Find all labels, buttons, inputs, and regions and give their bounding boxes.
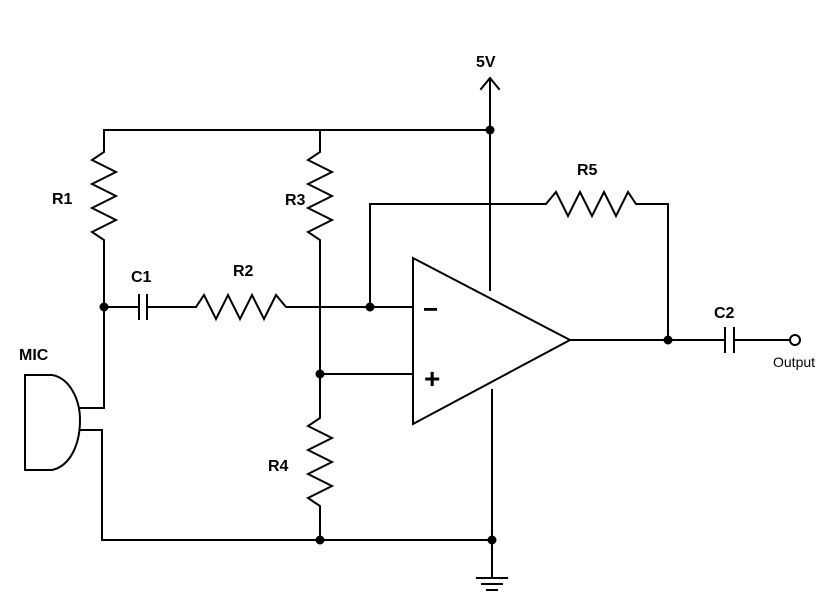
ground-icon [476, 577, 508, 591]
microphone-label: MIC [19, 347, 49, 364]
junction-dot [99, 302, 109, 312]
opamp-inverting-symbol: − [423, 294, 438, 324]
resistor-r4-label: R4 [268, 458, 289, 475]
junction-dot [485, 125, 495, 135]
capacitor-c2-label: C2 [714, 305, 735, 322]
capacitor-c2 [724, 327, 801, 353]
resistor-r1-label: R1 [52, 191, 73, 208]
resistor-r5-label: R5 [577, 162, 598, 179]
junction-dot [315, 369, 325, 379]
resistor-r5 [369, 189, 669, 341]
junction-dot [315, 535, 325, 545]
resistor-r3-label: R3 [285, 192, 306, 209]
microphone-icon [24, 306, 105, 541]
output-label: Output [773, 354, 815, 370]
resistor-r1 [89, 129, 119, 308]
resistor-r3 [305, 129, 335, 375]
junction-dots [99, 125, 673, 545]
supply-voltage-label: 5V [476, 54, 496, 71]
capacitor-c1 [103, 294, 197, 320]
resistor-r2 [194, 292, 413, 322]
opamp-noninverting-symbol: + [424, 363, 440, 394]
junction-dot [365, 302, 375, 312]
junction-dot [663, 335, 673, 345]
junction-dot [487, 535, 497, 545]
resistor-r4 [305, 373, 335, 541]
resistor-r2-label: R2 [233, 263, 254, 280]
supply-arrow-icon [479, 76, 501, 131]
opamp-triangle [412, 256, 573, 426]
capacitor-c1-label: C1 [131, 269, 152, 286]
